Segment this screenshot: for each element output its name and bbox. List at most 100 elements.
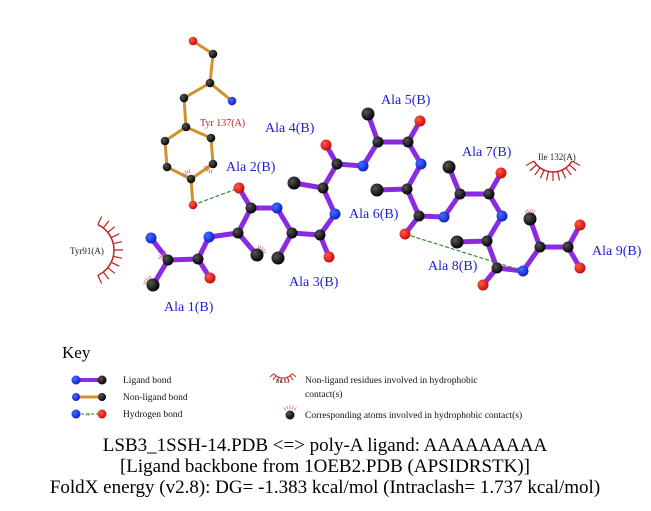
carbon-atom xyxy=(534,241,546,253)
carbon-atom xyxy=(179,93,189,103)
hydrophobic-ray xyxy=(531,209,533,214)
oxygen-atom xyxy=(204,272,216,284)
label-ala6: Ala 6(B) xyxy=(349,207,399,222)
carbon-atom xyxy=(401,183,413,195)
label-ala7: Ala 7(B) xyxy=(462,145,512,160)
hydrophobic-tick xyxy=(545,171,550,181)
hydrogen-bonds-layer xyxy=(192,187,524,272)
hydrophobic-ray xyxy=(532,210,536,215)
legend-hydrogen-bond: 3.0 Hydrogen bond xyxy=(71,409,183,420)
nonligand-bond xyxy=(209,81,233,103)
hydrogen-bond xyxy=(192,187,240,206)
carbon-atom xyxy=(205,78,215,88)
carbon-atom xyxy=(361,107,375,121)
hydrophobic-arc xyxy=(273,373,293,379)
label-ala1: Ala 1(B) xyxy=(164,300,214,315)
hydrophobic-contacts-layer xyxy=(97,160,581,285)
hydrophobic-ray xyxy=(146,276,150,281)
hydrophobic-arc-ile132 xyxy=(525,160,581,181)
carbon-atom xyxy=(186,174,196,184)
nonligand-bond xyxy=(190,162,214,181)
carbon-atom xyxy=(232,227,244,239)
label-tyr137: Tyr 137(A) xyxy=(200,118,245,129)
hydrophobic-tick xyxy=(113,241,123,245)
oxygen-atom xyxy=(320,139,332,151)
carbon-atom xyxy=(442,160,456,174)
oxygen-atom xyxy=(188,200,198,210)
carbon-atom xyxy=(370,183,384,197)
carbon-atom xyxy=(287,176,301,190)
carbon-atom xyxy=(286,227,298,239)
carbon-atom xyxy=(372,136,384,148)
hydrophobic-ray xyxy=(259,245,262,250)
carbon-atom xyxy=(483,188,495,200)
nonligand-bond xyxy=(208,53,215,84)
hydrophobic-ray xyxy=(204,167,209,171)
hydrophobic-tick xyxy=(97,216,103,225)
carbon-atom xyxy=(208,49,218,59)
svg-text:His 53: His 53 xyxy=(276,380,290,385)
legend-arc-icon xyxy=(269,373,297,383)
hydrophobic-ray xyxy=(158,255,163,258)
hydrophobic-ray xyxy=(257,245,260,250)
hydrophobic-ray xyxy=(283,407,287,411)
label-tyr91: Tyr91(A) xyxy=(70,246,104,256)
nitrogen-atom xyxy=(357,160,369,172)
oxygen-atom xyxy=(188,36,198,46)
nitrogen-atom xyxy=(203,231,215,243)
hydrophobic-ray xyxy=(182,172,187,176)
nonligand-bond xyxy=(185,125,212,140)
hydrophobic-tick xyxy=(286,376,290,383)
hydrophobic-tick xyxy=(269,373,275,378)
oxygen-atom xyxy=(414,115,426,127)
label-ala3: Ala 3(B) xyxy=(289,275,339,290)
hydrophobic-ray xyxy=(527,209,529,214)
hydrophobic-tick xyxy=(102,220,110,229)
hydrophobic-ray xyxy=(524,210,528,215)
carbon-atom xyxy=(481,235,493,247)
oxygen-atom xyxy=(477,279,489,291)
nitrogen-atom xyxy=(496,210,508,222)
carbon-atom xyxy=(331,158,343,170)
carbon-atom xyxy=(450,235,464,249)
hydrophobic-tick xyxy=(113,255,123,259)
hydrophobic-tick xyxy=(107,226,116,233)
nitrogen-atom xyxy=(271,202,283,214)
hydrophobic-tick xyxy=(534,167,541,176)
hydrophobic-ray xyxy=(164,250,167,255)
hydrophobic-ray xyxy=(203,165,208,168)
nonligand-bond xyxy=(209,137,215,165)
carbon-atom xyxy=(454,188,466,200)
carbon-atom xyxy=(206,133,216,143)
hydrophobic-tick xyxy=(539,169,545,179)
nonligand-bond xyxy=(183,81,211,100)
nitrogen-atom xyxy=(438,211,450,223)
oxygen-atom xyxy=(574,262,586,274)
caption-line-1: LSB3_1SSH-14.PDB <=> poly-A ligand: AAAA… xyxy=(103,435,548,456)
hydrophobic-ray xyxy=(160,253,164,257)
legend: Key Ligand bond Non-ligand bond 3.0 Hydr… xyxy=(62,343,522,421)
hydrophobic-tick xyxy=(556,171,561,181)
legend-nonligand-bond: Non-ligand bond xyxy=(72,393,188,403)
nitrogen-atom xyxy=(145,232,157,244)
hydrophobic-ray xyxy=(261,248,266,252)
hydrophobic-ray xyxy=(293,407,297,411)
carbon-atom xyxy=(245,202,257,214)
svg-text:Hydrogen bond: Hydrogen bond xyxy=(123,410,183,420)
oxygen-atom xyxy=(399,228,411,240)
hydrophobic-ray xyxy=(143,280,148,283)
svg-text:contact(s): contact(s) xyxy=(305,389,342,400)
hydrophobic-tick xyxy=(107,267,116,274)
hydrophobic-ray xyxy=(291,405,294,410)
svg-text:Non-ligand residues involved i: Non-ligand residues involved in hydropho… xyxy=(305,376,478,386)
hydrophobic-tick xyxy=(565,167,572,176)
hydrophobic-ray xyxy=(206,168,210,172)
hydrophobic-tick xyxy=(529,164,538,172)
hydrogen-bond xyxy=(404,233,524,272)
legend-title: Key xyxy=(62,343,91,362)
hydrophobic-ray xyxy=(186,169,189,174)
atoms-layer xyxy=(145,36,586,292)
carbon-atom xyxy=(271,251,285,265)
hydrophobic-ray xyxy=(286,405,289,410)
